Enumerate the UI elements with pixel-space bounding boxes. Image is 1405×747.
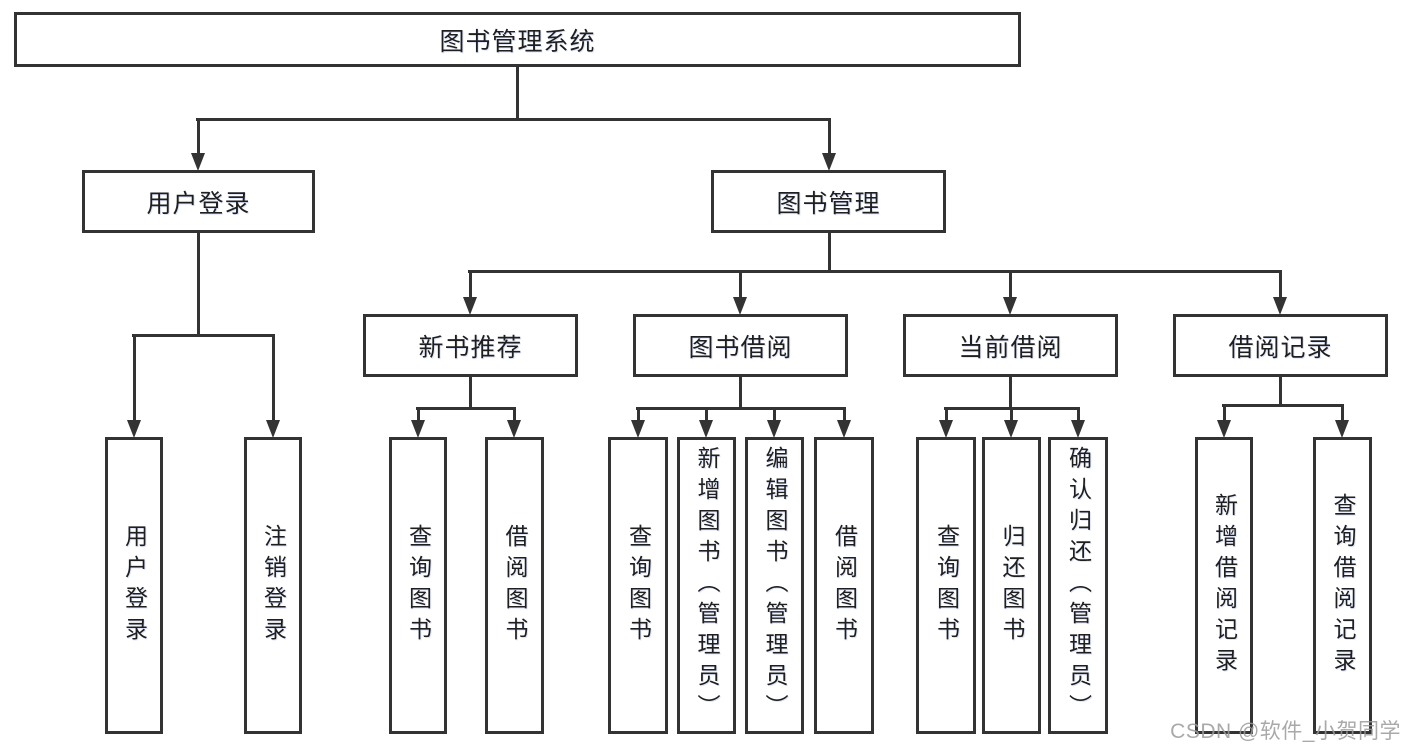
node-current-borrowing: 当前借阅 (903, 314, 1118, 377)
connector-line (1009, 376, 1012, 410)
connector-line (516, 66, 519, 120)
arrowhead-down-icon (767, 420, 781, 438)
connector-line (1009, 271, 1012, 303)
node-book-management: 图书管理 (711, 170, 946, 233)
connector-line (1279, 271, 1282, 303)
arrowhead-down-icon (837, 420, 851, 438)
node-add-borrow-record: 新增借阅记录 (1195, 437, 1253, 734)
arrowhead-down-icon (1004, 420, 1018, 438)
arrowhead-down-icon (1003, 297, 1017, 315)
node-edit-book-admin: 编辑图书（管理员） (745, 437, 804, 734)
node-book-management-label: 图书管理 (776, 189, 881, 218)
connector-line (828, 119, 831, 159)
node-query-books-recommend: 查询图书 (389, 437, 447, 734)
connector-line (705, 408, 708, 426)
connector-line (637, 408, 640, 426)
connector-line (196, 118, 831, 121)
arrowhead-down-icon (1335, 420, 1349, 438)
node-query-books-current-label: 查询图书 (933, 523, 960, 648)
node-user-login-label: 用户登录 (146, 189, 251, 218)
node-return-book-label: 归还图书 (999, 523, 1025, 648)
node-logout-label: 注销登录 (260, 523, 287, 648)
node-logout: 注销登录 (244, 437, 302, 734)
node-user-login-leaf-label: 用户登录 (121, 523, 148, 648)
connector-line (133, 335, 136, 426)
node-query-books-borrowing: 查询图书 (608, 437, 668, 734)
node-borrow-books-borrowing: 借阅图书 (814, 437, 874, 734)
arrowhead-down-icon (939, 420, 953, 438)
node-root-label: 图书管理系统 (439, 27, 596, 56)
node-query-books-current: 查询图书 (916, 437, 976, 734)
connector-line (1222, 404, 1344, 407)
node-borrowing-records: 借阅记录 (1173, 314, 1388, 377)
connector-line (132, 334, 275, 337)
arrowhead-down-icon (127, 420, 141, 438)
connector-line (739, 376, 742, 410)
node-add-book-admin-label: 新增图书（管理员） (694, 446, 720, 725)
node-book-borrowing: 图书借阅 (633, 314, 848, 377)
node-book-borrowing-label: 图书借阅 (688, 333, 793, 362)
node-new-book-recommend-label: 新书推荐 (418, 333, 523, 362)
connector-line (773, 408, 776, 426)
arrowhead-down-icon (631, 420, 645, 438)
connector-line (1223, 405, 1226, 426)
node-query-borrow-record-label: 查询借阅记录 (1330, 492, 1356, 679)
node-new-book-recommend: 新书推荐 (363, 314, 578, 377)
connector-line (197, 232, 200, 337)
arrowhead-down-icon (699, 420, 713, 438)
connector-line (1010, 408, 1013, 426)
connector-line (272, 335, 275, 426)
arrowhead-down-icon (1071, 420, 1085, 438)
connector-line (469, 376, 472, 410)
node-borrow-books-recommend-label: 借阅图书 (502, 523, 528, 648)
connector-line (1279, 376, 1282, 407)
connector-line (416, 407, 516, 410)
connector-line (1341, 405, 1344, 426)
connector-line (513, 408, 516, 426)
node-query-books-recommend-label: 查询图书 (405, 523, 432, 648)
connector-line (828, 232, 831, 273)
node-user-login-leaf: 用户登录 (105, 437, 163, 734)
arrowhead-down-icon (191, 153, 205, 171)
connector-line (417, 408, 420, 426)
node-return-book: 归还图书 (982, 437, 1041, 734)
node-add-book-admin: 新增图书（管理员） (677, 437, 736, 734)
node-borrow-books-recommend: 借阅图书 (485, 437, 544, 734)
watermark-text: CSDN @软件_小贺同学 (1170, 720, 1401, 743)
arrowhead-down-icon (822, 153, 836, 171)
arrowhead-down-icon (733, 297, 747, 315)
node-confirm-return-admin-label: 确认归还（管理员） (1065, 446, 1092, 725)
connector-line (843, 408, 846, 426)
connector-line (636, 407, 846, 410)
node-confirm-return-admin: 确认归还（管理员） (1048, 437, 1108, 734)
node-edit-book-admin-label: 编辑图书（管理员） (762, 446, 788, 725)
arrowhead-down-icon (411, 420, 425, 438)
arrowhead-down-icon (463, 297, 477, 315)
connector-line (1077, 408, 1080, 426)
arrowhead-down-icon (1273, 297, 1287, 315)
node-root: 图书管理系统 (14, 12, 1021, 67)
arrowhead-down-icon (266, 420, 280, 438)
arrowhead-down-icon (1217, 420, 1231, 438)
node-user-login: 用户登录 (82, 170, 315, 233)
connector-line (469, 271, 472, 303)
arrowhead-down-icon (507, 420, 521, 438)
node-query-books-borrowing-label: 查询图书 (625, 523, 652, 648)
node-add-borrow-record-label: 新增借阅记录 (1211, 492, 1238, 679)
connector-line (945, 408, 948, 426)
connector-line (468, 270, 1282, 273)
node-query-borrow-record: 查询借阅记录 (1313, 437, 1372, 734)
node-borrowing-records-label: 借阅记录 (1228, 333, 1333, 362)
connector-line (197, 119, 200, 159)
node-current-borrowing-label: 当前借阅 (958, 333, 1063, 362)
connector-line (739, 271, 742, 303)
node-borrow-books-borrowing-label: 借阅图书 (831, 523, 858, 648)
